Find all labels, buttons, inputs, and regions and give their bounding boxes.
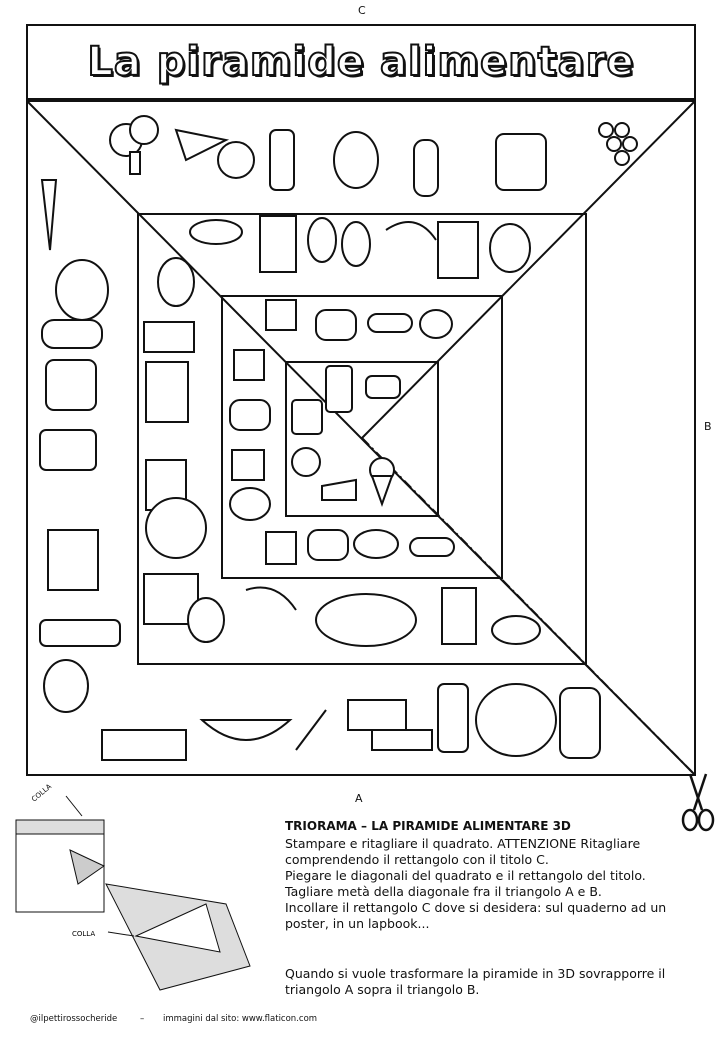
- fries-icon: [265, 531, 297, 565]
- instruction-line: Incollare il rettangolo C dove si deside…: [285, 900, 667, 915]
- footer-credit: @ilpettirossocheride: [30, 1014, 118, 1024]
- wheat-icon: [47, 529, 99, 591]
- note-line: Quando si vuole trasformare la piramide …: [285, 966, 666, 981]
- bread-icon: [371, 729, 433, 751]
- bread-icon: [145, 361, 189, 423]
- burger-icon: [307, 529, 349, 561]
- label-b: B: [704, 420, 712, 433]
- steak-icon: [353, 529, 399, 559]
- milk-icon: [259, 215, 297, 273]
- bottle-icon: [269, 129, 295, 191]
- soda-can-icon: [325, 365, 353, 413]
- glue-label-bottom: COLLA: [72, 930, 95, 938]
- apple-icon: [217, 141, 255, 179]
- egg-icon: [187, 597, 225, 643]
- bread-icon: [41, 319, 103, 349]
- cake-icon: [291, 399, 323, 435]
- fries-icon: [265, 299, 297, 331]
- fries-icon: [231, 449, 265, 481]
- broccoli-icon: [109, 115, 159, 175]
- label-a: A: [355, 792, 363, 805]
- instructions-title: TRIORAMA – LA PIRAMIDE ALIMENTARE 3D: [285, 819, 571, 833]
- hotdog-icon: [367, 313, 413, 333]
- pyramid-level-2: [137, 213, 587, 665]
- lobster-icon: [491, 615, 541, 645]
- instruction-line: Piegare le diagonali del quadrato e il r…: [285, 868, 646, 883]
- diagram-title-strip: [15, 819, 105, 835]
- pyramid-level-3: [221, 295, 503, 579]
- instruction-line: Stampare e ritagliare il quadrato. ATTEN…: [285, 836, 641, 851]
- roast-chicken-icon: [315, 593, 417, 647]
- pyramid-outer-square: [26, 100, 696, 776]
- pineapple-icon: [333, 131, 379, 189]
- folding-diagram: COLLA COLLA: [15, 782, 251, 991]
- instruction-line: comprendendo il rettangolo con il titolo…: [285, 852, 549, 867]
- fish-icon: [189, 219, 243, 245]
- burger-icon: [315, 309, 357, 341]
- scissors-icon: [681, 773, 715, 832]
- cheese-icon: [437, 221, 479, 279]
- candy-icon: [233, 349, 265, 381]
- bottle-icon: [437, 683, 469, 753]
- burger-icon: [229, 399, 271, 431]
- food-pyramid: [26, 100, 696, 776]
- shrimp-icon: [245, 586, 297, 611]
- milk-icon: [441, 587, 477, 645]
- carrot-icon: [40, 179, 58, 251]
- wheat-icon: [295, 709, 327, 751]
- egg-icon: [489, 223, 531, 273]
- lollipop-icon: [291, 447, 321, 477]
- basket-icon: [101, 729, 187, 761]
- carrot-icon: [174, 128, 230, 162]
- cut-line: [361, 437, 696, 776]
- grapes-icon: [598, 122, 638, 166]
- chicken-leg-icon: [419, 309, 453, 339]
- cabbage-icon: [475, 683, 557, 757]
- bread-icon: [413, 139, 439, 197]
- basket-icon: [347, 699, 407, 731]
- label-c: C: [358, 4, 366, 17]
- instruction-line: poster, in un lapbook...: [285, 916, 430, 931]
- basket-icon: [199, 719, 293, 741]
- steak-icon: [229, 487, 271, 521]
- title-rectangle: La piramide alimentare: [26, 24, 696, 100]
- cake-icon: [321, 478, 357, 501]
- footer-source: immagini dal sito: www.flaticon.com: [163, 1014, 318, 1024]
- page-title: La piramide alimentare: [86, 38, 635, 86]
- footer-separator: –: [140, 1014, 145, 1024]
- bread-icon: [55, 259, 109, 321]
- oil-bottle-icon: [559, 687, 601, 759]
- hotdog-icon: [409, 537, 455, 557]
- milk-icon: [143, 321, 195, 353]
- chicken-leg-icon: [157, 257, 195, 307]
- instruction-line: Tagliare metà della diagonale fra il tri…: [285, 884, 602, 899]
- diagram-square: [15, 833, 105, 913]
- instructions: TRIORAMA – LA PIRAMIDE ALIMENTARE 3D Sta…: [285, 818, 715, 932]
- shrimp-icon: [385, 221, 437, 241]
- jug-icon: [495, 133, 547, 191]
- diagonal-2: [361, 100, 696, 439]
- note-line: triangolo A sopra il triangolo B.: [285, 982, 480, 997]
- ice-cream-icon: [369, 457, 395, 507]
- cabbage-icon: [43, 659, 89, 713]
- instructions-note: Quando si vuole trasformare la piramide …: [285, 966, 715, 998]
- chicken-leg-icon: [307, 217, 371, 267]
- bottle-icon: [39, 619, 121, 647]
- pyramid-level-4: [285, 361, 439, 517]
- fish-icon: [145, 497, 207, 559]
- bottle-icon: [39, 429, 97, 471]
- candy-icon: [365, 375, 401, 399]
- glue-label-top: COLLA: [30, 782, 53, 803]
- jug-icon: [45, 359, 97, 411]
